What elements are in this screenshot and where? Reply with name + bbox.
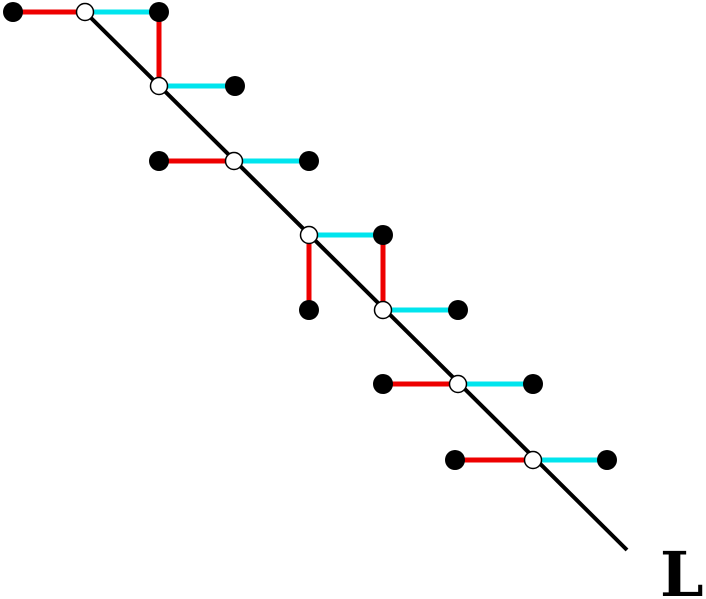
filled-vertex (523, 374, 543, 394)
open-vertex (448, 374, 468, 394)
line-label: L (660, 538, 704, 599)
filled-vertex (299, 300, 319, 320)
open-vertex (149, 76, 169, 96)
filled-vertex (448, 300, 468, 320)
open-vertices (75, 2, 543, 470)
line-l (83, 10, 629, 552)
red-edges (13, 9, 533, 463)
filled-vertex (597, 450, 617, 470)
filled-vertices (3, 2, 617, 470)
cyan-edges (85, 9, 607, 463)
filled-vertex (149, 2, 169, 22)
filled-vertex (225, 76, 245, 96)
filled-vertex (299, 151, 319, 171)
filled-vertex (373, 225, 393, 245)
filled-vertex (373, 374, 393, 394)
filled-vertex (445, 450, 465, 470)
open-vertex (75, 2, 95, 22)
open-vertex (523, 450, 543, 470)
open-vertex (373, 300, 393, 320)
open-vertex (299, 225, 319, 245)
filled-vertex (3, 2, 23, 22)
filled-vertex (149, 151, 169, 171)
open-vertex (224, 151, 244, 171)
